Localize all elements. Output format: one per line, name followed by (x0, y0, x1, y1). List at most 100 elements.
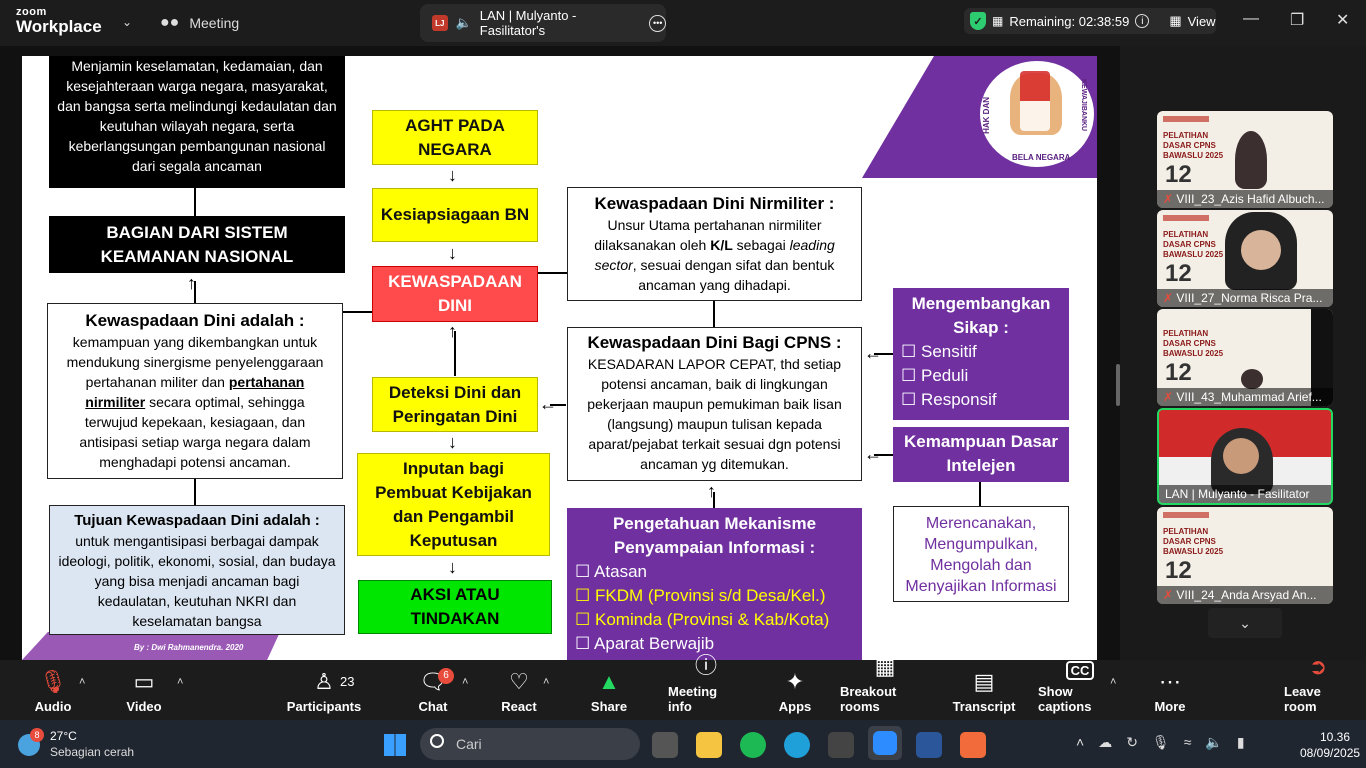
apps-button[interactable]: ✦Apps (774, 660, 816, 720)
pengetahuan-item: ☐ Kominda (Provinsi & Kab/Kota) (575, 608, 854, 632)
audio-label: Audio (34, 699, 72, 714)
weather-badge: 8 (30, 728, 44, 742)
video-button[interactable]: ▭Video (120, 660, 168, 720)
shared-screen-stage: HAK DAN BELA NEGARA KEWAJIBANKU By : Dwi… (0, 46, 1120, 660)
weather-widget[interactable]: 8 27°C Sebagian cerah (18, 728, 148, 762)
chevron-up-icon[interactable]: ˄ (462, 676, 469, 688)
view-icon: ▦ (1169, 13, 1182, 28)
video-tile[interactable]: PELATIHAN DASAR CPNS BAWASLU 2025 12 ✗ V… (1157, 507, 1333, 604)
panel-resize-handle[interactable] (1116, 364, 1120, 406)
sync-icon[interactable]: ↻ (1126, 734, 1138, 750)
participant-video (1235, 131, 1267, 189)
tile-name: ✗ VIII_43_Muhammad Arief... (1157, 388, 1333, 406)
chevron-up-icon[interactable]: ˄ (1110, 676, 1117, 688)
logo-workplace-text: Workplace (16, 17, 102, 36)
zoom-app-icon[interactable] (868, 726, 902, 760)
tile-name: ✗ VIII_27_Norma Risca Pra... (1157, 289, 1333, 307)
connector-line (713, 301, 715, 327)
sikap-item-label: Sensitif (920, 342, 977, 361)
tab-shared-screen[interactable]: LJ 🔈 LAN | Mulyanto - Fasilitator's ••• (420, 4, 666, 42)
chevron-up-icon[interactable]: ˄ (177, 676, 184, 688)
chevron-up-icon[interactable]: ˄ (543, 676, 550, 688)
taskbar-search[interactable]: Cari (420, 728, 640, 760)
show-captions-button[interactable]: CC Show captions (1038, 660, 1122, 720)
breakout-rooms-button[interactable]: ▦Breakout rooms (840, 654, 930, 720)
checkbox-icon: ☐ (901, 390, 917, 409)
view-button[interactable]: View (1187, 13, 1216, 29)
participants-button[interactable]: ♙Participants (286, 660, 362, 720)
participants-label: Participants (286, 699, 362, 714)
tile-bg-number: 12 (1165, 161, 1192, 188)
shield-check-icon: ✓ (970, 12, 986, 30)
arrow-down: ↓ (448, 243, 457, 263)
chevron-down-icon[interactable]: ⌄ (122, 15, 133, 29)
more-options-icon[interactable]: ••• (649, 14, 666, 32)
people-icon: ●● (160, 14, 180, 31)
microphone-icon[interactable]: 🎙 (1151, 734, 1170, 750)
transcript-label: Transcript (952, 699, 1016, 714)
start-button[interactable] (384, 734, 406, 756)
chat-button[interactable]: 🗨Chat (410, 660, 456, 720)
tab-meeting[interactable]: ●● Meeting (160, 0, 239, 46)
tile-name-text: VIII_27_Norma Risca Pra... (1176, 291, 1323, 305)
connector-line (343, 311, 373, 313)
tile-dark-edge (1311, 309, 1333, 406)
clock[interactable]: 10.36 08/09/2025 (1300, 729, 1360, 761)
video-tile[interactable]: PELATIHAN DASAR CPNS BAWASLU 2025 12 ✗ V… (1157, 309, 1333, 406)
transcript-button[interactable]: ▤Transcript (952, 660, 1016, 720)
pengetahuan-item-label: Aparat Berwajib (594, 634, 715, 653)
inputan-text: Inputan bagi Pembuat Kebijakan dan Penga… (375, 458, 532, 550)
apps-icon: ✦ (785, 669, 805, 694)
chevron-up-icon[interactable]: ˄ (1076, 734, 1085, 750)
tile-name-text: VIII_23_Azis Hafid Albuch... (1176, 192, 1325, 206)
share-button[interactable]: ▲Share (586, 660, 632, 720)
pengetahuan-item: ☐ Aparat Berwajib (575, 632, 854, 656)
close-icon[interactable]: ✕ (1336, 12, 1350, 29)
scroll-down-button[interactable]: ⌄ (1208, 608, 1282, 638)
video-tile-active-speaker[interactable]: LAN | Mulyanto - Fasilitator (1157, 408, 1333, 505)
captions-icon: CC (1065, 661, 1095, 680)
share-screen-icon: ▲ (598, 669, 620, 694)
network-off-icon[interactable]: ☁ (1098, 734, 1113, 750)
remaining-time[interactable]: ✓ ▦ Remaining: 02:38:59 i ▦ View (964, 8, 1216, 34)
file-explorer-icon[interactable] (696, 732, 722, 758)
show-captions-label: Show captions (1038, 684, 1092, 714)
edge-icon[interactable] (784, 732, 810, 758)
nirmiliter-body-b: sebagai (736, 237, 786, 253)
info-icon[interactable]: i (1135, 14, 1150, 28)
video-tile[interactable]: PELATIHAN DASAR CPNS BAWASLU 2025 12 ✗ V… (1157, 111, 1333, 208)
presentation-slide: HAK DAN BELA NEGARA KEWAJIBANKU By : Dwi… (22, 56, 1097, 660)
minimize-icon[interactable]: — (1243, 10, 1259, 27)
nirmiliter-box: Kewaspadaan Dini Nirmiliter : Unsur Utam… (567, 187, 862, 301)
volume-icon[interactable]: 🔈 (1205, 734, 1223, 750)
battery-icon[interactable]: ▮ (1236, 734, 1245, 750)
pengetahuan-item-label: Atasan (594, 562, 647, 581)
search-placeholder: Cari (456, 736, 482, 752)
video-tile[interactable]: PELATIHAN DASAR CPNS BAWASLU 2025 12 ✗ V… (1157, 210, 1333, 307)
mic-muted-icon: ✗ (1163, 390, 1174, 404)
merencanakan-text: Merencanakan, Mengumpulkan, Mengolah dan… (905, 515, 1057, 595)
aksi-box: AKSI ATAU TINDAKAN (358, 580, 552, 634)
more-button[interactable]: ⋯More (1150, 660, 1190, 720)
tile-bg-number: 12 (1165, 260, 1192, 287)
remaining-text: Remaining: 02:38:59 (1009, 13, 1130, 29)
video-label: Video (126, 699, 162, 714)
app-icon[interactable] (960, 732, 986, 758)
zoom-workplace-logo[interactable]: zoom Workplace (16, 7, 102, 36)
react-button[interactable]: ♡React (496, 660, 542, 720)
task-view-icon[interactable] (652, 732, 678, 758)
pengetahuan-item-label: Kominda (Provinsi & Kab/Kota) (594, 610, 830, 629)
spotify-icon[interactable] (740, 732, 766, 758)
audio-button[interactable]: 🎙Audio (30, 660, 76, 720)
restore-icon[interactable]: ❐ (1290, 12, 1305, 29)
word-icon[interactable] (916, 732, 942, 758)
sikap-item-label: Peduli (920, 366, 969, 385)
more-label: More (1154, 699, 1186, 714)
definisi-body: kemampuan yang dikembangkan untuk menduk… (58, 332, 332, 472)
microsoft-store-icon[interactable] (828, 732, 854, 758)
leave-room-button[interactable]: ➲Leave room (1284, 654, 1352, 720)
wifi-icon[interactable]: ≈ (1183, 734, 1192, 750)
react-label: React (501, 699, 537, 714)
chevron-up-icon[interactable]: ˄ (79, 676, 86, 688)
